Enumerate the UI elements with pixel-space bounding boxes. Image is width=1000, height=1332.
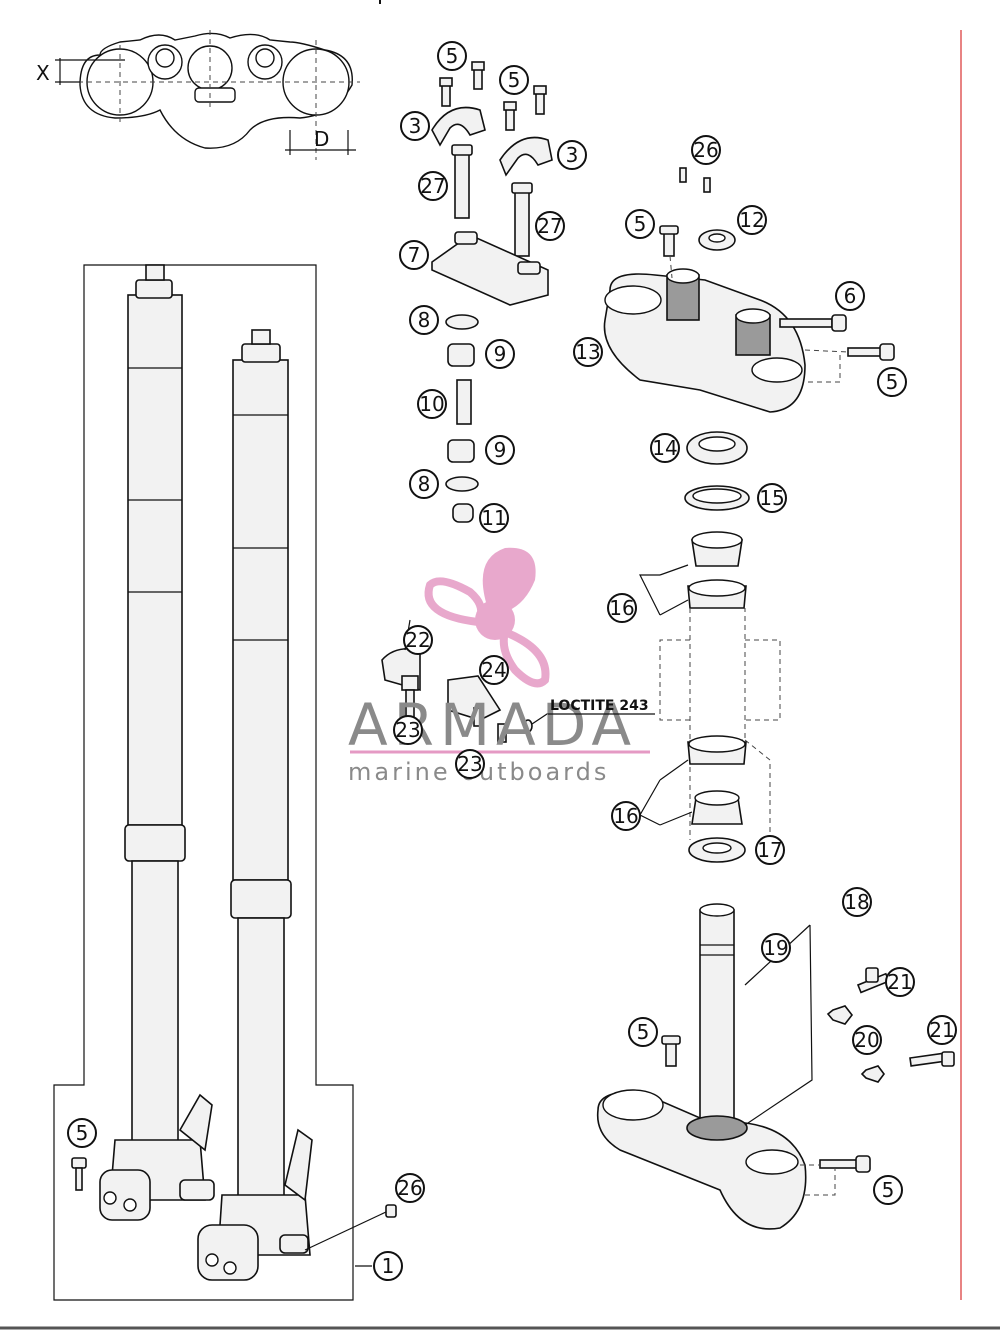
callout-9: 9 [485, 339, 515, 369]
callout-27: 27 [535, 211, 565, 241]
steering-bearing-stack [659, 431, 781, 863]
callout-number: 10 [419, 392, 444, 416]
callout-20: 20 [852, 1025, 882, 1055]
triple-clamp-top-view [55, 30, 360, 160]
bracket-group [381, 647, 551, 743]
handlebar-clamp-group [431, 61, 553, 523]
callout-number: 21 [929, 1018, 954, 1042]
loctite-note: LOCTITE 243 [550, 698, 649, 714]
callout-23: 23 [455, 749, 485, 779]
callout-number: 27 [420, 174, 445, 198]
bleed-screw-26-fork [304, 1204, 397, 1251]
callout-5: 5 [625, 209, 655, 239]
callout-number: 23 [395, 718, 420, 742]
upper-triple-clamp-group [603, 167, 895, 413]
callout-number: 9 [494, 342, 507, 366]
callout-number: 5 [882, 1178, 895, 1202]
callout-number: 13 [575, 340, 600, 364]
lower-triple-clamp-group [596, 903, 955, 1230]
callout-number: 16 [609, 596, 634, 620]
callout-18: 18 [842, 887, 872, 917]
callout-number: 27 [537, 214, 562, 238]
callout-number: 20 [854, 1028, 879, 1052]
callout-5: 5 [67, 1118, 97, 1148]
callout-16: 16 [607, 593, 637, 623]
fork-group-outline [53, 264, 354, 1301]
callout-number: 7 [408, 243, 421, 267]
callout-14: 14 [650, 433, 680, 463]
callout-3: 3 [400, 111, 430, 141]
callout-number: 15 [759, 486, 784, 510]
callout-17: 17 [755, 835, 785, 865]
callout-number: 11 [481, 506, 506, 530]
callout-9: 9 [485, 435, 515, 465]
callout-11: 11 [479, 503, 509, 533]
callout-number: 1 [382, 1254, 395, 1278]
dimension-x-label: X [36, 61, 50, 85]
callout-number: 26 [397, 1176, 422, 1200]
callout-15: 15 [757, 483, 787, 513]
callout-5: 5 [877, 367, 907, 397]
callout-number: 19 [763, 936, 788, 960]
callout-number: 6 [844, 284, 857, 308]
bolt-fork-clamp [71, 1157, 87, 1191]
callout-number: 8 [418, 472, 431, 496]
callout-13: 13 [573, 337, 603, 367]
callout-26: 26 [691, 135, 721, 165]
callout-10: 10 [417, 389, 447, 419]
callout-5: 5 [437, 41, 467, 71]
callout-number: 3 [409, 114, 422, 138]
leader-lines [404, 564, 693, 826]
callout-number: 24 [481, 658, 506, 682]
callout-5: 5 [628, 1017, 658, 1047]
callout-number: 14 [652, 436, 677, 460]
callout-number: 5 [508, 68, 521, 92]
callout-number: 5 [76, 1121, 89, 1145]
propeller-logo-icon [424, 547, 550, 688]
callout-24: 24 [479, 655, 509, 685]
callout-3: 3 [557, 140, 587, 170]
callout-6: 6 [835, 281, 865, 311]
callout-number: 12 [739, 208, 764, 232]
callout-1: 1 [373, 1251, 403, 1281]
callout-number: 5 [634, 212, 647, 236]
callout-number: 5 [637, 1020, 650, 1044]
callout-number: 5 [446, 44, 459, 68]
callout-8: 8 [409, 469, 439, 499]
callout-21: 21 [927, 1015, 957, 1045]
dimension-d-label: D [314, 127, 329, 151]
fork-leg-left [99, 264, 215, 1221]
callout-19: 19 [761, 933, 791, 963]
callout-12: 12 [737, 205, 767, 235]
callout-5: 5 [499, 65, 529, 95]
callout-number: 23 [457, 752, 482, 776]
callout-number: 3 [566, 143, 579, 167]
callout-22: 22 [403, 625, 433, 655]
callout-26: 26 [395, 1173, 425, 1203]
fork-leg-right [197, 329, 313, 1281]
callout-number: 16 [613, 804, 638, 828]
callout-16: 16 [611, 801, 641, 831]
callout-number: 17 [757, 838, 782, 862]
callout-5: 5 [873, 1175, 903, 1205]
callout-number: 5 [886, 370, 899, 394]
callout-23: 23 [393, 715, 423, 745]
callout-number: 26 [693, 138, 718, 162]
callout-21: 21 [885, 967, 915, 997]
callout-number: 22 [405, 628, 430, 652]
callout-number: 9 [494, 438, 507, 462]
callout-27: 27 [418, 171, 448, 201]
callout-8: 8 [409, 305, 439, 335]
callout-number: 18 [844, 890, 869, 914]
callout-7: 7 [399, 240, 429, 270]
callout-number: 8 [418, 308, 431, 332]
callout-number: 21 [887, 970, 912, 994]
